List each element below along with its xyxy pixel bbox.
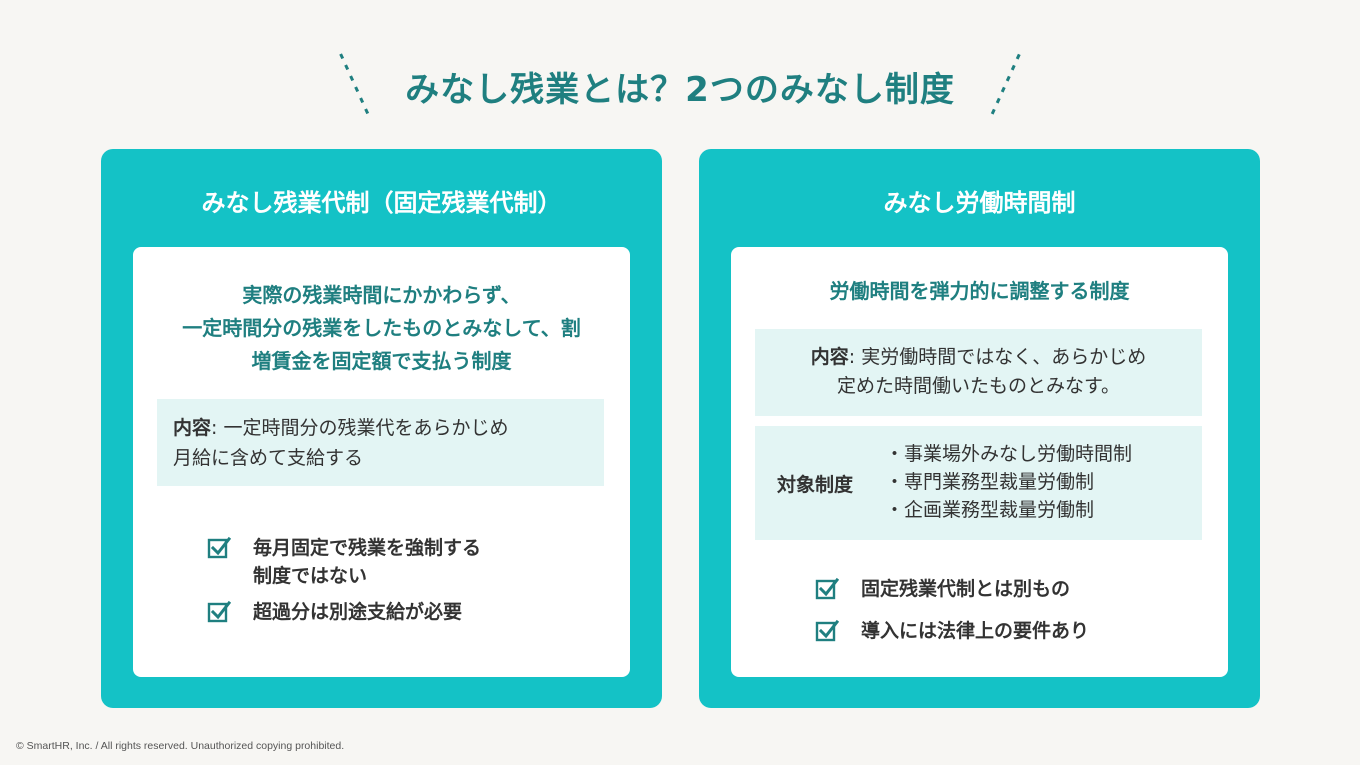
card-lead: 実際の残業時間にかかわらず、 一定時間分の残業をしたものとみなして、割 増賃金を… <box>133 279 630 378</box>
check-item: 導入には法律上の要件あり <box>815 617 1089 645</box>
lead-line: 増賃金を固定額で支払う制度 <box>251 349 512 373</box>
content-key: 内容 <box>810 346 849 368</box>
card-lead: 労働時間を弾力的に調整する制度 <box>829 279 1130 303</box>
check-text: 導入には法律上の要件あり <box>861 620 1090 642</box>
content-key: 内容 <box>173 417 212 439</box>
content-separator: : <box>848 346 862 368</box>
target-list: ・事業場外みなし労働時間制 ・専門業務型裁量労働制 ・企画業務型裁量労働制 <box>885 440 1132 524</box>
content-text: 一定時間分の残業代をあらかじめ <box>223 417 509 439</box>
check-text: 制度ではない <box>253 565 368 587</box>
target-item: ・事業場外みなし労働時間制 <box>885 443 1133 465</box>
check-text: 毎月固定で残業を強制する <box>253 537 482 559</box>
check-item: 超過分は別途支給が必要 <box>207 598 462 626</box>
copyright-footer: © SmartHR, Inc. / All rights reserved. U… <box>16 740 345 752</box>
check-item: 固定残業代制とは別もの <box>815 575 1070 603</box>
target-key: 対象制度 <box>777 474 854 496</box>
check-text: 超過分は別途支給が必要 <box>253 601 463 623</box>
checkbox-check-icon <box>207 536 231 559</box>
content-text: 実労働時間ではなく、あらかじめ <box>861 346 1147 368</box>
target-item: ・専門業務型裁量労働制 <box>885 471 1095 493</box>
lead-line: 実際の残業時間にかかわらず、 <box>242 283 521 307</box>
card-heading: みなし残業代制（固定残業代制） <box>201 189 562 217</box>
content-text: 月給に含めて支給する <box>173 447 364 469</box>
content-box: 内容: 実労働時間ではなく、あらかじめ 定めた時間働いたものとみなす。 <box>755 329 1202 416</box>
target-item: ・企画業務型裁量労働制 <box>885 499 1095 521</box>
right-dash-decoration-icon <box>990 53 1021 115</box>
content-separator: : <box>211 417 224 439</box>
card-heading: みなし労働時間制 <box>883 189 1076 217</box>
lead-line: 一定時間分の残業をしたものとみなして、割 <box>182 316 581 340</box>
checkbox-check-icon <box>207 600 231 623</box>
deemed-working-hours-card: みなし労働時間制 労働時間を弾力的に調整する制度 内容: 実労働時間ではなく、あ… <box>699 149 1260 708</box>
page-title: みなし残業とは？2つのみなし制度 <box>405 70 955 110</box>
content-box: 内容: 一定時間分の残業代をあらかじめ 月給に含めて支給する <box>157 399 604 486</box>
left-dash-decoration-icon <box>339 53 370 115</box>
check-item: 毎月固定で残業を強制する 制度ではない <box>207 534 481 590</box>
title-area: みなし残業とは？2つのみなし制度 <box>0 52 1360 122</box>
content-text: 定めた時間働いたものとみなす。 <box>836 375 1121 397</box>
card-body: 実際の残業時間にかかわらず、 一定時間分の残業をしたものとみなして、割 増賃金を… <box>133 247 630 677</box>
checkbox-check-icon <box>815 619 839 642</box>
target-systems-box: 対象制度 ・事業場外みなし労働時間制 ・専門業務型裁量労働制 ・企画業務型裁量労… <box>755 426 1202 540</box>
card-body: 労働時間を弾力的に調整する制度 内容: 実労働時間ではなく、あらかじめ 定めた時… <box>731 247 1228 677</box>
check-text: 固定残業代制とは別もの <box>861 578 1071 600</box>
fixed-overtime-card: みなし残業代制（固定残業代制） 実際の残業時間にかかわらず、 一定時間分の残業を… <box>101 149 662 708</box>
checkbox-check-icon <box>815 577 839 600</box>
